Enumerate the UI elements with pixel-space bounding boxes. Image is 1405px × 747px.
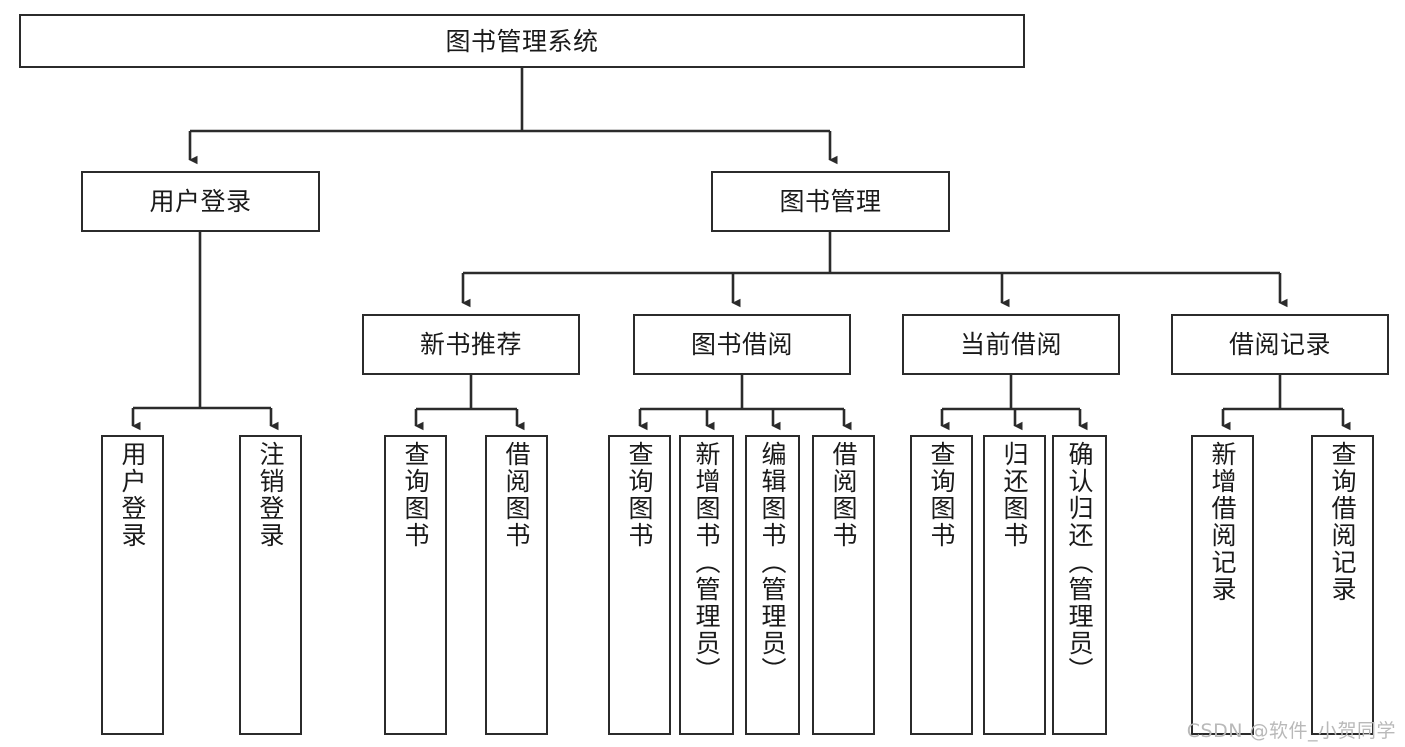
leaf-confirm-return-admin-label: 确认归还（管理员）	[1065, 441, 1094, 684]
node-current-borrow[interactable]: 当前借阅	[902, 314, 1120, 375]
leaf-query-borrow-record-label: 查询借阅记录	[1328, 441, 1357, 603]
leaf-query-book-current-label: 查询图书	[927, 441, 956, 549]
leaf-query-book-borrow[interactable]: 查询图书	[608, 435, 671, 735]
leaf-edit-book-admin-label: 编辑图书（管理员）	[758, 441, 787, 684]
leaf-return-book-label: 归还图书	[1000, 441, 1029, 549]
leaf-query-book-current[interactable]: 查询图书	[910, 435, 973, 735]
leaf-edit-book-admin[interactable]: 编辑图书（管理员）	[745, 435, 800, 735]
leaf-user-login-label: 用户登录	[118, 441, 147, 549]
leaf-borrow-book-label: 借阅图书	[829, 441, 858, 549]
node-book-management-label: 图书管理	[779, 187, 882, 216]
leaf-add-book-admin-label: 新增图书（管理员）	[692, 441, 721, 684]
node-new-book-recommend-label: 新书推荐	[419, 330, 522, 359]
leaf-confirm-return-admin[interactable]: 确认归还（管理员）	[1052, 435, 1107, 735]
leaf-query-book-recommend-label: 查询图书	[401, 441, 430, 549]
node-book-management[interactable]: 图书管理	[711, 171, 950, 232]
leaf-logout[interactable]: 注销登录	[239, 435, 302, 735]
node-book-borrow-label: 图书借阅	[690, 330, 793, 359]
leaf-add-book-admin[interactable]: 新增图书（管理员）	[679, 435, 734, 735]
node-root[interactable]: 图书管理系统	[19, 14, 1025, 68]
node-user-login[interactable]: 用户登录	[81, 171, 320, 232]
leaf-query-book-borrow-label: 查询图书	[625, 441, 654, 549]
leaf-borrow-book-recommend[interactable]: 借阅图书	[485, 435, 548, 735]
leaf-borrow-book-recommend-label: 借阅图书	[502, 441, 531, 549]
node-current-borrow-label: 当前借阅	[959, 330, 1062, 359]
leaf-borrow-book[interactable]: 借阅图书	[812, 435, 875, 735]
leaf-return-book[interactable]: 归还图书	[983, 435, 1046, 735]
leaf-query-book-recommend[interactable]: 查询图书	[384, 435, 447, 735]
node-new-book-recommend[interactable]: 新书推荐	[362, 314, 580, 375]
leaf-add-borrow-record-label: 新增借阅记录	[1208, 441, 1237, 603]
csdn-watermark: CSDN @软件_小贺同学	[1186, 720, 1396, 742]
node-book-borrow[interactable]: 图书借阅	[633, 314, 851, 375]
leaf-user-login[interactable]: 用户登录	[101, 435, 164, 735]
leaf-logout-label: 注销登录	[256, 441, 285, 549]
leaf-query-borrow-record[interactable]: 查询借阅记录	[1311, 435, 1374, 735]
node-borrow-records[interactable]: 借阅记录	[1171, 314, 1389, 375]
node-user-login-label: 用户登录	[149, 187, 252, 216]
leaf-add-borrow-record[interactable]: 新增借阅记录	[1191, 435, 1254, 735]
node-root-label: 图书管理系统	[445, 26, 599, 56]
node-borrow-records-label: 借阅记录	[1228, 330, 1331, 359]
